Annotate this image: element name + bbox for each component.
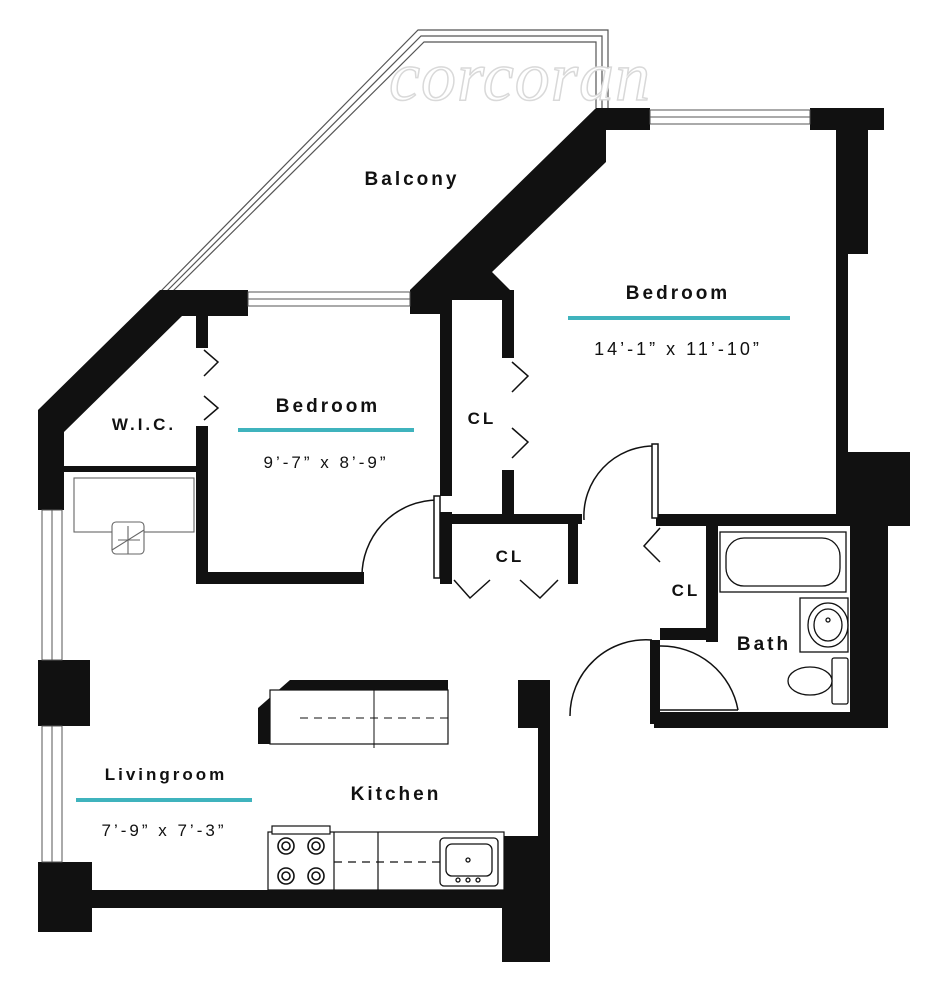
- walls: [38, 108, 910, 962]
- master-bedroom-underline: [568, 316, 790, 320]
- living-room-dimensions: 7’-9” x 7’-3”: [102, 821, 227, 840]
- desk-chair-icon: [73, 477, 195, 555]
- closet-hall-label: CL: [496, 547, 525, 566]
- doors: [203, 349, 739, 717]
- bathtub-icon: [719, 531, 847, 593]
- interior-walls: [64, 290, 848, 724]
- second-bedroom-underline: [238, 428, 414, 432]
- bath-label: Bath: [737, 634, 791, 655]
- living-room-label: Livingroom: [105, 765, 228, 784]
- master-bedroom-dimensions: 14’-1” x 11’-10”: [594, 339, 762, 359]
- room-labels: Balcony Bedroom 14’-1” x 11’-10” W.I.C. …: [76, 169, 791, 840]
- wic-label: W.I.C.: [112, 415, 176, 434]
- balcony-railing: [159, 29, 609, 293]
- closet-bath-label: CL: [672, 581, 701, 600]
- toilet-icon: [787, 657, 849, 705]
- second-bedroom-label: Bedroom: [276, 396, 380, 417]
- kitchen-counter: [267, 825, 505, 891]
- closet-bedroom-label: CL: [468, 409, 497, 428]
- windows: [41, 109, 811, 863]
- master-bedroom-label: Bedroom: [626, 283, 730, 304]
- kitchen-sink-icon: [439, 837, 499, 887]
- stove-icon: [277, 837, 325, 885]
- sink-icon: [799, 597, 849, 653]
- living-room-underline: [76, 798, 252, 802]
- balcony-label: Balcony: [365, 169, 460, 190]
- kitchen-island: [258, 680, 449, 748]
- watermark: corcoran: [389, 39, 651, 116]
- kitchen-label: Kitchen: [351, 784, 442, 805]
- second-bedroom-dimensions: 9’-7” x 8’-9”: [264, 453, 389, 472]
